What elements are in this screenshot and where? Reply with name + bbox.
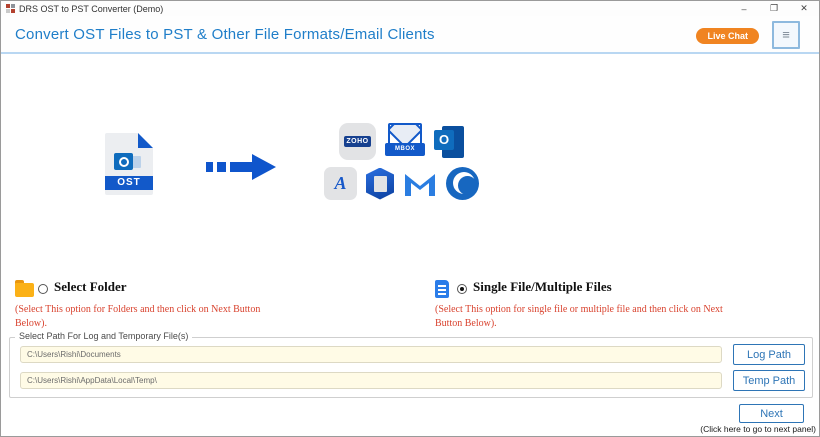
zoho-icon: ZOHO [339, 123, 376, 160]
thunderbird-icon [446, 167, 479, 200]
ost-file-icon: OST [105, 133, 153, 195]
file-icon [435, 280, 449, 298]
outlook-icon: O [434, 124, 464, 160]
target-formats: ZOHO MBOX O A [324, 123, 479, 200]
single-multiple-files-radio[interactable] [457, 284, 467, 294]
folder-icon [15, 280, 34, 297]
outlook-mini-icon [114, 153, 133, 170]
ost-label: OST [105, 176, 153, 190]
next-caption: (Click here to go to next panel) [700, 424, 816, 434]
single-multiple-files-label: Single File/Multiple Files [473, 279, 612, 294]
office-icon [366, 167, 394, 200]
path-group-box: Select Path For Log and Temporary File(s… [9, 331, 813, 398]
select-folder-radio[interactable] [38, 284, 48, 294]
folded-corner [138, 133, 153, 148]
header: Convert OST Files to PST & Other File Fo… [1, 16, 819, 54]
temp-path-button[interactable]: Temp Path [733, 370, 805, 391]
window-title: DRS OST to PST Converter (Demo) [19, 3, 164, 14]
pdf-icon: A [324, 167, 357, 200]
conversion-arrow-icon [204, 147, 279, 192]
single-multiple-files-note: (Select This option for single file or m… [435, 304, 723, 329]
path-group-label: Select Path For Log and Temporary File(s… [15, 331, 193, 341]
minimize-icon[interactable]: – [741, 3, 747, 14]
restore-icon[interactable]: ❐ [769, 3, 779, 13]
app-icon [6, 4, 15, 13]
mbox-icon: MBOX [385, 123, 425, 160]
next-button[interactable]: Next [739, 404, 804, 423]
log-path-button[interactable]: Log Path [733, 344, 805, 365]
select-folder-note: (Select This option for Folders and then… [15, 304, 261, 329]
select-folder-label: Select Folder [54, 279, 127, 294]
hamburger-menu-button[interactable]: ≡ [772, 21, 800, 49]
page-title: Convert OST Files to PST & Other File Fo… [15, 26, 435, 43]
live-chat-button[interactable]: Live Chat [696, 28, 759, 44]
gmail-icon [405, 173, 435, 196]
temp-path-input[interactable] [20, 372, 722, 389]
log-path-input[interactable] [20, 346, 722, 363]
title-bar: DRS OST to PST Converter (Demo) – ❐ ✕ [1, 1, 819, 16]
close-icon[interactable]: ✕ [800, 3, 808, 13]
